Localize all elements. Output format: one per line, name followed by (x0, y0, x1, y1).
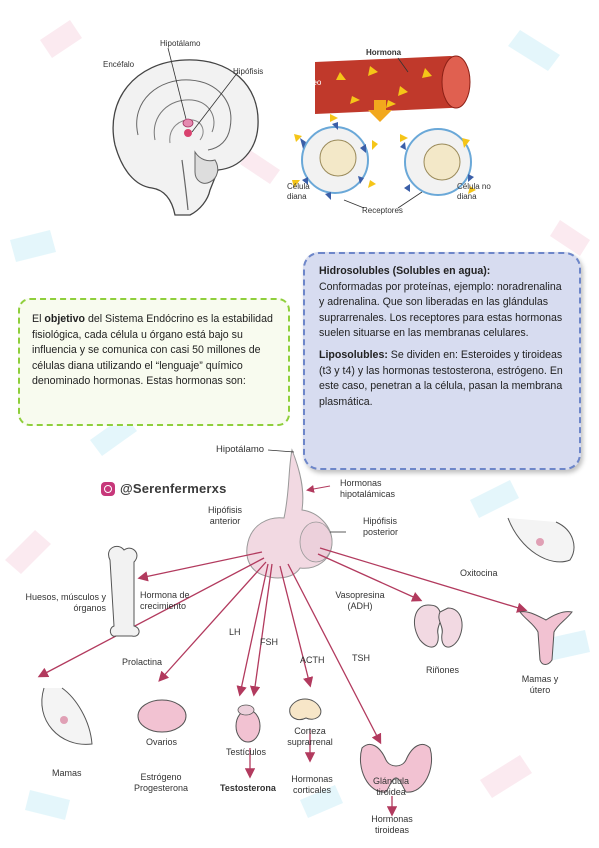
cortical-hormones-label: Hormonas corticales (291, 774, 333, 795)
objective-box: El objetivo del Sistema Endócrino es la … (18, 298, 290, 426)
hydrosoluble-title: Hidrosolubles (Solubles en agua): (319, 265, 491, 277)
liposoluble-text: Se dividen en: Esteroides y tiroideas (t… (319, 348, 563, 408)
hydrosoluble-text: Conformadas por proteínas, ejemplo: nora… (319, 280, 563, 340)
pituitary-top-label: Hipófisis (233, 67, 264, 76)
objective-prefix: El (32, 313, 45, 325)
receptors-label: Receptores (362, 206, 403, 215)
testes-label: Testículos (225, 747, 267, 757)
posterior-pituitary-label: Hipófisis posterior (363, 516, 399, 537)
objective-bold: objetivo (44, 313, 85, 325)
brain-label: Encéfalo (103, 60, 135, 69)
hypothalamic-hormones-label: Hormonas hipotalámicas (340, 478, 396, 499)
hypothalamus-top-label: Hipotálamo (160, 39, 201, 48)
lh-label: LH (229, 627, 241, 637)
ovary-hormones-label: Estrógeno Progesterona (133, 772, 189, 793)
hormone-target-cell-illustration (292, 55, 476, 209)
brain-illustration (112, 47, 259, 216)
non-target-cell-label: Célula no diana (457, 182, 491, 201)
breasts-uterus-label: Mamas y útero (521, 674, 559, 695)
fsh-label: FSH (260, 637, 278, 647)
hormone-label: Hormona (366, 48, 402, 57)
bones-label: Huesos, músculos y órganos (25, 592, 106, 613)
instagram-handle[interactable]: @Serenfermerxs (101, 481, 227, 496)
growth-hormone-label: Hormona de crecimiento (140, 590, 190, 611)
acth-label: ACTH (300, 655, 325, 665)
kidneys-label: Riñones (426, 665, 460, 675)
prolactin-label: Prolactina (122, 657, 163, 667)
instagram-handle-text: @Serenfermerxs (120, 481, 227, 496)
oxytocin-label: Oxitocina (460, 568, 498, 578)
ovaries-label: Ovarios (146, 737, 178, 747)
testosterone-label: Testosterona (220, 783, 276, 793)
thyroid-label: Glándula tiroidea (372, 776, 410, 797)
vasopressin-label: Vasopresina (ADH) (335, 590, 385, 611)
hormone-types-box: Hidrosolubles (Solubles en agua): Conform… (303, 252, 581, 470)
objective-text: del Sistema Endócrino es la estabilidad … (32, 313, 273, 387)
target-cell-label: Célula diana (287, 182, 310, 201)
instagram-icon (101, 481, 115, 496)
thyroid-hormones-label: Hormonas tiroideas (371, 814, 413, 835)
liposoluble-title: Liposolubles: (319, 348, 388, 361)
anterior-pituitary-label: Hipófisis anterior (207, 505, 242, 526)
adrenal-cortex-label: Corteza suprarrenal (287, 726, 333, 747)
tsh-label: TSH (352, 653, 370, 663)
pituitary-diagram (37, 448, 575, 817)
bloodstream-label: Torrente sanguíneo (284, 68, 322, 87)
diagram-hypothalamus-label: Hipotálamo (216, 444, 265, 455)
breasts-left-label: Mamas (52, 768, 82, 778)
